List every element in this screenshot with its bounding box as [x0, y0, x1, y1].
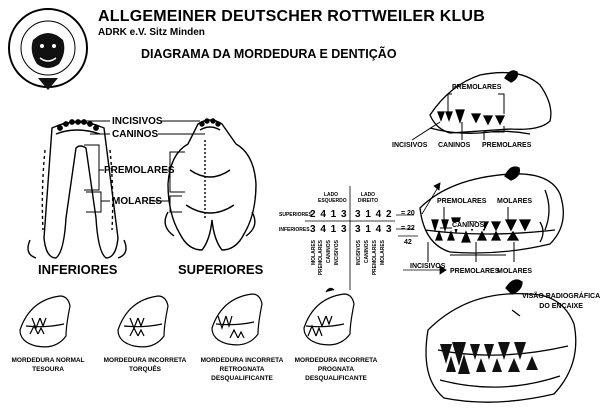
formula-row-superiores-left: 2 4 1 3	[310, 209, 348, 220]
bite-pincer-line1: MORDEDURA INCORRETA	[103, 357, 187, 364]
label-inferiores: INFERIORES	[38, 262, 118, 277]
label-superiores: SUPERIORES	[178, 262, 264, 277]
bite-undershot-line2: PROGNATA	[317, 366, 355, 373]
side-view-top-drawing	[429, 70, 552, 135]
side-top-label-caninos: CANINOS	[438, 142, 471, 149]
side-middle-label-molares: MOLARES	[497, 198, 532, 205]
bite-undershot-line1: MORDEDURA INCORRETA	[294, 357, 378, 364]
side-top-label-premolares: PREMOLARES	[452, 84, 502, 91]
bite-undershot-line3: DESQUALIFICANTE	[305, 375, 367, 382]
bite-normal-drawing	[19, 295, 71, 348]
bite-normal-caption: MORDEDURA NORMAL TESOURA	[8, 356, 88, 374]
bite-overshot-drawing	[211, 293, 263, 346]
label-molares: MOLARES	[112, 196, 162, 207]
bite-overshot-line3: DESQUALIFICANTE	[211, 375, 273, 382]
formula-lado-direito: LADO DIREITO	[357, 192, 379, 204]
label-premolares: PREMOLARES	[104, 165, 175, 176]
side-middle-label-premolares: PREMOLARES	[437, 198, 487, 205]
label-caninos: CANINOS	[112, 129, 159, 140]
side-view-top-leaders	[411, 93, 505, 141]
club-logo-seal	[8, 8, 88, 90]
lower-jaw-drawing	[27, 119, 127, 259]
side-top-label-premolares-bottom: PREMOLARES	[482, 142, 532, 149]
formula-col-1: MOLARES	[311, 240, 317, 265]
bite-pincer-drawing	[117, 295, 169, 348]
header-subtitle: ADRK e.V. Sitz Minden	[98, 27, 205, 38]
jaw-label-leaders	[80, 120, 205, 213]
bite-overshot-line2: RETROGNATA	[219, 366, 265, 373]
formula-col-6: CANINOS	[364, 240, 370, 264]
side-middle-label-caninos: CANINOS	[452, 222, 485, 229]
formula-grand-total: 42	[404, 239, 412, 246]
formula-row-inferiores-right: 3 1 4 3	[355, 224, 393, 235]
radiograph-drawing	[425, 279, 577, 403]
side-middle-label-molares-bottom: MOLARES	[497, 268, 532, 275]
side-middle-label-incisivos: INCISIVOS	[410, 263, 446, 270]
formula-col-8: MOLARES	[380, 240, 386, 265]
diagram-title: DIAGRAMA DA MORDEDURA E DENTIÇÃO	[141, 47, 397, 61]
side-middle-label-premolares-bottom: PREMOLARES	[450, 268, 500, 275]
bite-normal-line2: TESOURA	[32, 366, 64, 373]
formula-row-inferiores-total: = 22	[401, 225, 415, 232]
bite-pincer-line2: TORQUÊS	[128, 366, 162, 373]
bite-overshot-line1: MORDEDURA INCORRETA	[200, 357, 284, 364]
formula-row-superiores-total: = 20	[401, 210, 415, 217]
formula-col-7: PREMOLARES	[372, 240, 378, 276]
formula-row-inferiores-left: 3 4 1 3	[310, 224, 348, 235]
bite-pincer-caption: MORDEDURA INCORRETA TORQUÊS	[100, 356, 190, 374]
formula-row-inferiores-label: INFERIORES	[279, 227, 310, 233]
side-view-middle-drawing	[419, 166, 564, 254]
formula-col-5: INCISIVOS	[356, 240, 362, 266]
radiograph-label-line1: VISÃO RADIOGRÁFICA	[522, 293, 600, 300]
formula-lado-esquerdo: LADO ESQUERDO	[318, 192, 347, 204]
bite-normal-line1: MORDEDURA NORMAL	[11, 357, 85, 364]
side-top-label-incisivos: INCISIVOS	[392, 142, 428, 149]
radiograph-label: VISÃO RADIOGRÁFICA DO ENCAIXE	[522, 292, 600, 312]
bite-undershot-caption: MORDEDURA INCORRETA PROGNATA DESQUALIFIC…	[290, 356, 382, 383]
formula-col-4: INCISIVOS	[334, 240, 340, 266]
formula-row-superiores-right: 3 1 4 2	[355, 209, 393, 220]
formula-row-superiores-label: SUPERIORES	[279, 212, 312, 218]
header-title: ALLGEMEINER DEUTSCHER ROTTWEILER KLUB	[98, 8, 485, 25]
upper-skull-drawing	[164, 118, 257, 251]
radiograph-label-line2: DO ENCAIXE	[539, 303, 583, 310]
bite-undershot-drawing	[303, 287, 355, 346]
side-view-middle-leaders	[427, 207, 515, 262]
formula-col-3: CANINOS	[326, 240, 332, 264]
label-incisivos: INCISIVOS	[112, 116, 163, 127]
bite-overshot-caption: MORDEDURA INCORRETA RETROGNATA DESQUALIF…	[196, 356, 288, 383]
formula-col-2: PREMOLARES	[318, 240, 324, 276]
